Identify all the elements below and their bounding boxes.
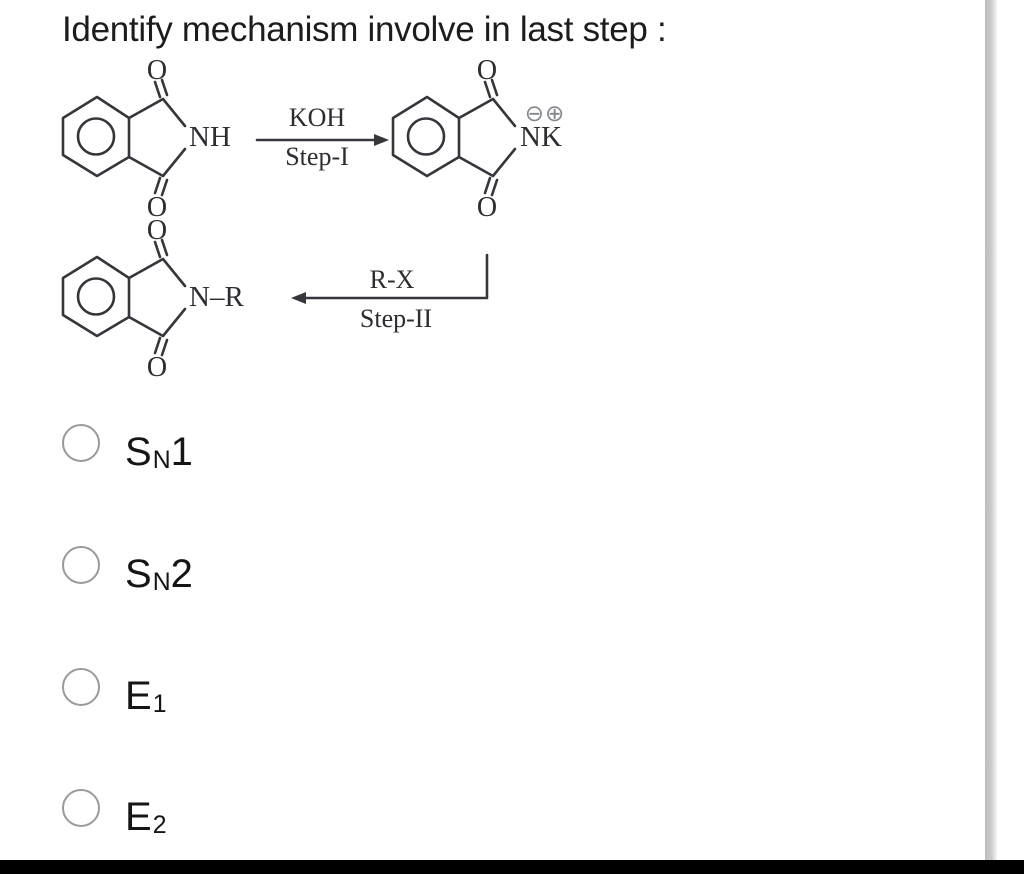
radio-button[interactable] <box>62 789 100 827</box>
oxygen-top-label: O <box>147 55 167 86</box>
option-label: E2 <box>125 794 167 840</box>
reagent-rx-label: R-X <box>370 265 415 294</box>
radio-button[interactable] <box>62 424 100 462</box>
structure-potassium-phthalimide: O O NK ⊖⊕ <box>391 55 566 223</box>
arrow-left-icon <box>291 292 306 304</box>
option-sn2[interactable]: SN2 <box>62 545 193 596</box>
option-e1[interactable]: E1 <box>62 667 166 718</box>
oxygen-bottom-label: O <box>477 192 497 223</box>
oxygen-top-label: O <box>477 55 497 86</box>
structure-phthalimide: O O NH <box>61 55 231 223</box>
charge-signs-label: ⊖⊕ <box>525 101 566 126</box>
option-sn1[interactable]: SN1 <box>62 423 193 474</box>
oxygen-top-label: O <box>147 215 167 246</box>
oxygen-bottom-label: O <box>147 352 167 383</box>
reaction-scheme: O O NH KOH Step-I O O NK ⊖⊕ R-X Step-II … <box>61 55 566 383</box>
option-label: SN2 <box>125 551 193 597</box>
step1-label: Step-I <box>285 142 349 171</box>
bottom-bar <box>0 860 1024 874</box>
scrollbar[interactable] <box>985 0 997 860</box>
option-e2[interactable]: E2 <box>62 788 166 839</box>
nr-label: N–R <box>189 281 244 313</box>
step2-label: Step-II <box>360 304 432 333</box>
step1-arrow: KOH Step-I <box>255 103 389 171</box>
reagent-koh-label: KOH <box>289 103 346 132</box>
oxygen-bottom-label: O <box>147 192 167 223</box>
arrow-right-icon <box>374 134 389 146</box>
radio-button[interactable] <box>62 668 100 706</box>
structure-n-alkyl-phthalimide: O O N–R <box>61 215 244 383</box>
option-label: E1 <box>125 673 167 719</box>
question-title: Identify mechanism involve in last step … <box>62 10 667 49</box>
option-label: SN1 <box>125 429 193 475</box>
radio-button[interactable] <box>62 546 100 584</box>
step2-arrow: R-X Step-II <box>291 253 489 333</box>
nh-label: NH <box>189 121 231 153</box>
nk-label: NK <box>520 121 562 153</box>
